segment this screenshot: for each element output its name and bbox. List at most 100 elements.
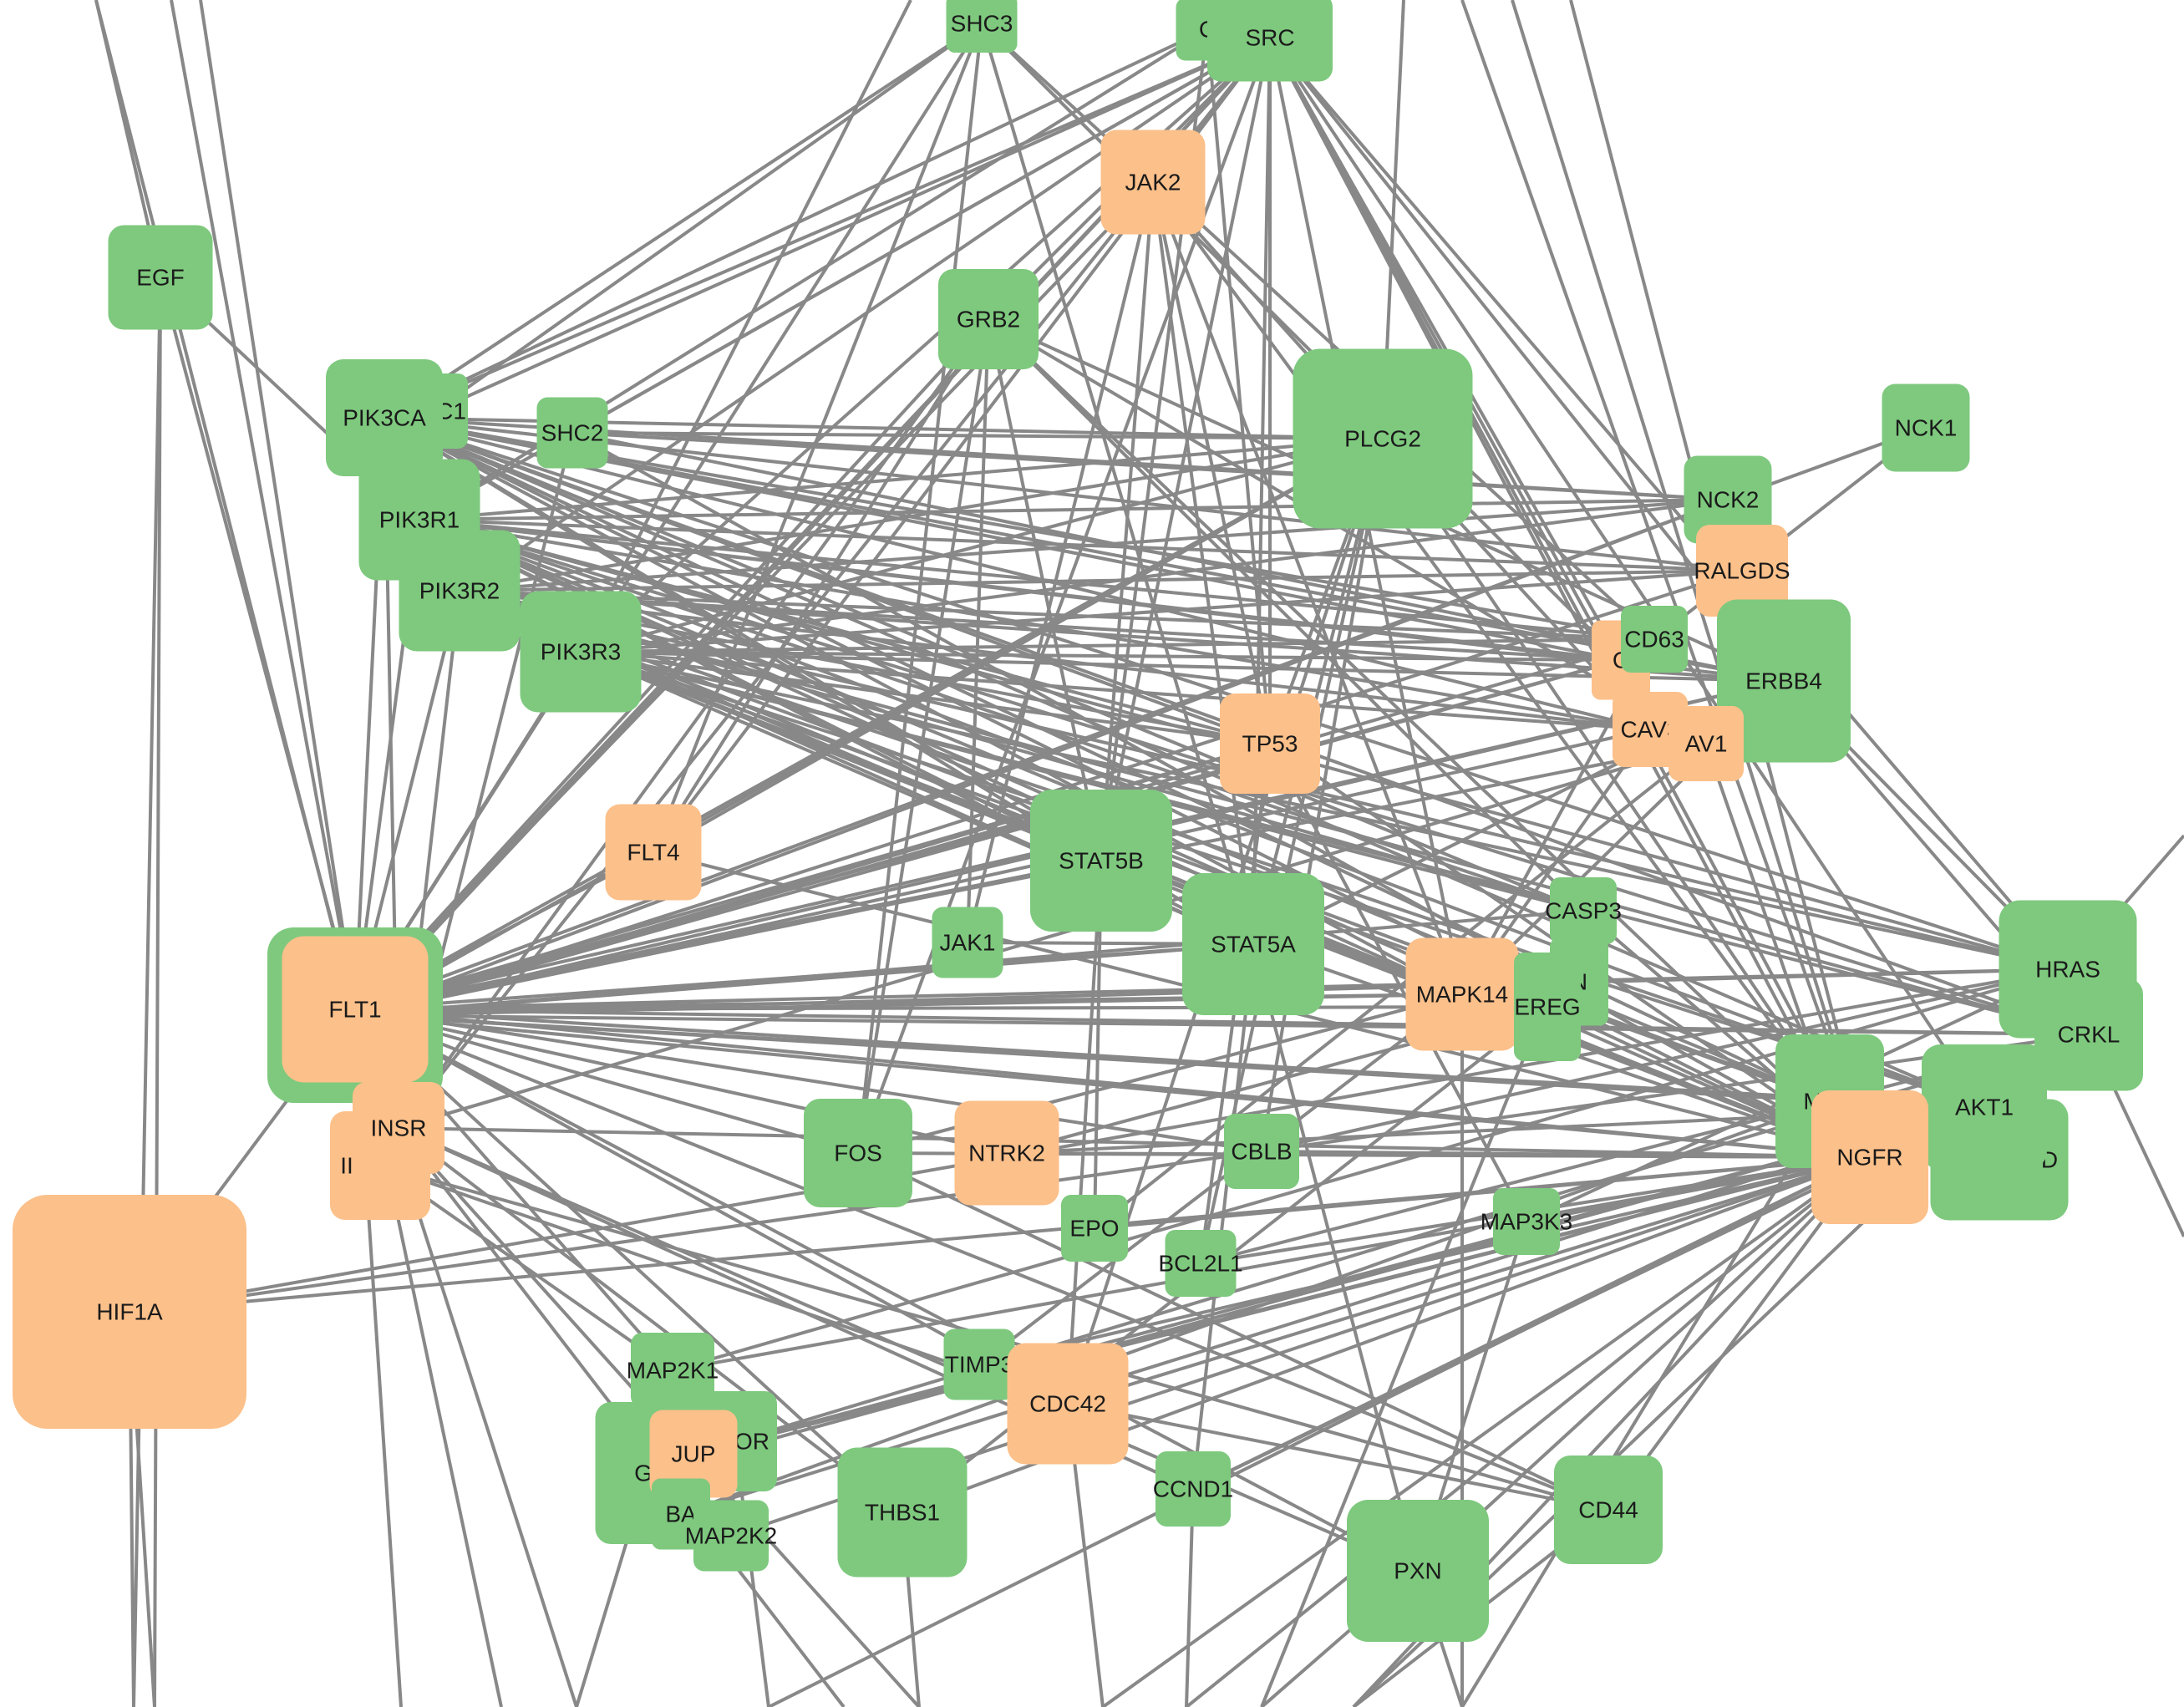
- edge-cdc42-cd44: [1067, 1402, 1609, 1511]
- node-cblb[interactable]: CBLB: [1224, 1114, 1299, 1189]
- node-box-bcl2l1: [1165, 1230, 1237, 1297]
- edge-pik3r3-cav2: [580, 650, 1622, 662]
- node-box-stat5a: [1182, 873, 1324, 1015]
- node-stat5b[interactable]: STAT5B: [1030, 790, 1172, 932]
- node-stat5a[interactable]: STAT5A: [1182, 873, 1324, 1015]
- node-plcg2[interactable]: PLCG2: [1293, 348, 1473, 529]
- node-label-cd44: CD44: [1578, 1497, 1638, 1523]
- edge-pik3r3-ralgds: [580, 569, 1743, 653]
- edge-src-pik3ca: [383, 36, 1271, 419]
- edge-insr-thbs1: [397, 1126, 904, 1514]
- node-jup[interactable]: JUP: [649, 1410, 738, 1498]
- edge-flt1-cd44: [354, 1008, 1609, 1511]
- node-label-nck1: NCK1: [1895, 415, 1958, 441]
- node-mapk14[interactable]: MAPK14: [1405, 937, 1519, 1051]
- node-label-mtor: OR: [734, 1429, 769, 1455]
- node-bcl2l1[interactable]: BCL2L1: [1158, 1230, 1243, 1297]
- edge-src-mapk1: [1268, 37, 1831, 1102]
- node-flt4[interactable]: FLT4: [605, 804, 702, 901]
- node-map2k2[interactable]: MAP2K2: [685, 1500, 778, 1572]
- edge-mapk1-b13: [1460, 1100, 1831, 1707]
- node-flt1[interactable]: FLT1: [282, 936, 429, 1083]
- node-label-epo: EPO: [1069, 1216, 1119, 1242]
- node-box-akt1: [1922, 1044, 2047, 1170]
- node-shc2[interactable]: SHC2: [536, 397, 608, 469]
- node-cd44[interactable]: CD44: [1554, 1456, 1663, 1564]
- node-nck1[interactable]: NCK1: [1882, 384, 1970, 472]
- edge-ngfr-t6: [1460, 0, 1872, 1158]
- node-label-akt1: AKT1: [1955, 1095, 2014, 1120]
- node-akt1[interactable]: AKT1: [1922, 1044, 2047, 1170]
- node-label-ntrk2: NTRK2: [968, 1141, 1045, 1166]
- node-jak2[interactable]: JAK2: [1100, 130, 1206, 235]
- node-cdc42[interactable]: CDC42: [1007, 1343, 1129, 1465]
- node-tp53[interactable]: TP53: [1220, 693, 1320, 794]
- node-box-map3k3: [1493, 1188, 1560, 1255]
- node-egf[interactable]: EGF: [108, 225, 213, 330]
- node-ccnd1[interactable]: CCND1: [1153, 1451, 1233, 1527]
- node-label-ralgds: RALGDS: [1694, 558, 1790, 584]
- edge-layer: [94, 0, 2184, 1707]
- node-box-fos: [804, 1099, 912, 1207]
- node-thbs1[interactable]: THBS1: [837, 1447, 968, 1577]
- node-jak1[interactable]: JAK1: [932, 907, 1003, 978]
- edge-shc3-stat5a: [980, 23, 1255, 945]
- edge-kdr-mapk1: [354, 1014, 1831, 1103]
- node-casp3[interactable]: CASP3: [1545, 877, 1622, 944]
- node-insr[interactable]: INSR: [353, 1082, 444, 1174]
- edge-egf-b2: [153, 277, 162, 1707]
- node-pik3ca[interactable]: PIK3CA: [326, 359, 443, 476]
- node-box-jak2: [1100, 130, 1206, 235]
- edge-hif1a-crkl: [129, 1033, 2090, 1313]
- node-ereg[interactable]: EREG: [1514, 953, 1581, 1061]
- node-cav1[interactable]: AV1: [1668, 706, 1744, 781]
- node-nck2[interactable]: NCK2: [1684, 455, 1772, 544]
- node-label-stat5b: STAT5B: [1059, 848, 1144, 874]
- edge-jak2-jak1: [966, 181, 1155, 943]
- node-ralgds[interactable]: RALGDS: [1694, 525, 1790, 617]
- edge-flt4-plcg2: [653, 437, 1384, 854]
- node-src[interactable]: SRC: [1207, 0, 1333, 82]
- edge-jak2-tp53: [1151, 181, 1272, 744]
- node-box-nck1: [1882, 384, 1970, 472]
- node-pxn[interactable]: PXN: [1347, 1500, 1489, 1642]
- edge-ngfr-pxn: [1416, 1156, 1872, 1572]
- node-map3k3[interactable]: MAP3K3: [1481, 1188, 1573, 1255]
- node-grb2[interactable]: GRB2: [938, 269, 1039, 369]
- node-fos[interactable]: FOS: [804, 1099, 912, 1207]
- node-ntrk2[interactable]: NTRK2: [954, 1100, 1059, 1206]
- edge-shc3-fos: [856, 23, 983, 1154]
- edge-flt1-pxn: [354, 1008, 1419, 1572]
- edge-flt1-cblb: [354, 1008, 1262, 1153]
- node-label-nck2: NCK2: [1697, 487, 1760, 513]
- node-label-jup: JUP: [672, 1441, 716, 1467]
- node-label-pik3ca: PIK3CA: [343, 405, 426, 431]
- node-hif1a[interactable]: HIF1A: [13, 1195, 246, 1429]
- node-ngfr[interactable]: NGFR: [1811, 1090, 1928, 1224]
- node-label-fos: FOS: [834, 1141, 882, 1166]
- edge-pik3ca-cbl: [383, 28, 1208, 419]
- edge-shc3-cd63: [980, 22, 1656, 641]
- edge-stat5a-ccnd1: [1191, 943, 1255, 1490]
- node-shc3[interactable]: SHC3: [946, 0, 1018, 53]
- edge-t1-kdr: [94, 0, 357, 1016]
- node-label-pxn: PXN: [1394, 1558, 1442, 1584]
- node-epo[interactable]: EPO: [1061, 1195, 1128, 1262]
- node-label-cdc42: CDC42: [1029, 1391, 1106, 1417]
- node-cd63[interactable]: CD63: [1621, 606, 1688, 673]
- edge-grb2-fos: [856, 318, 990, 1154]
- node-pik3r2[interactable]: PIK3R2: [399, 530, 521, 652]
- node-timp3[interactable]: TIMP3: [943, 1329, 1015, 1400]
- node-label-flt1: FLT1: [328, 997, 381, 1023]
- node-erbb4[interactable]: ERBB4: [1717, 599, 1851, 763]
- node-label-pik3r2: PIK3R2: [419, 578, 500, 604]
- node-box-insr: [353, 1082, 444, 1174]
- edge-pik3r2-cd63: [459, 589, 1655, 641]
- node-pik3r3[interactable]: PIK3R3: [520, 591, 642, 713]
- edge-shc3-cav2: [980, 22, 1623, 662]
- node-crkl[interactable]: CRKL: [2034, 978, 2143, 1091]
- node-box-crkl: [2034, 978, 2143, 1091]
- node-label-shc3: SHC3: [951, 11, 1013, 37]
- node-box-jak1: [932, 907, 1003, 978]
- node-map2k1[interactable]: MAP2K1: [627, 1333, 719, 1408]
